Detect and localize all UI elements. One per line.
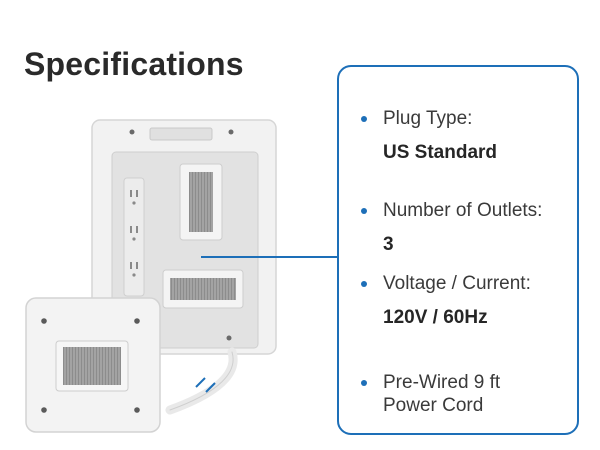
outlet-icon <box>123 177 145 297</box>
spec-item-plug-type: Plug Type: US Standard <box>361 107 569 164</box>
spec-value: 3 <box>383 234 394 255</box>
bullet-icon <box>361 208 367 214</box>
bullet-icon <box>361 380 367 386</box>
spec-item-power-cord: Pre-Wired 9 ft Power Cord <box>361 371 569 417</box>
spec-item-voltage: Voltage / Current: 120V / 60Hz <box>361 272 569 329</box>
bullet-icon <box>361 281 367 287</box>
spec-label: Number of Outlets: <box>383 200 543 221</box>
spec-value: 120V / 60Hz <box>383 307 488 328</box>
page-title: Specifications <box>24 46 244 82</box>
spec-value: US Standard <box>383 142 498 163</box>
recessed-box-icon <box>91 119 277 355</box>
power-cord-icon <box>165 347 238 415</box>
spec-item-outlets: Number of Outlets: 3 <box>361 199 569 256</box>
bullet-icon <box>361 116 367 122</box>
cover-plate-icon <box>25 297 161 433</box>
spec-label: Plug Type: <box>383 108 473 129</box>
spec-card: Plug Type: US Standard Number of Outlets… <box>337 65 579 435</box>
brand-mark <box>149 127 213 141</box>
spec-label: Pre-Wired 9 ft Power Cord <box>383 372 501 416</box>
spec-label: Voltage / Current: <box>383 273 531 294</box>
brush-grommet-icon <box>179 163 223 241</box>
